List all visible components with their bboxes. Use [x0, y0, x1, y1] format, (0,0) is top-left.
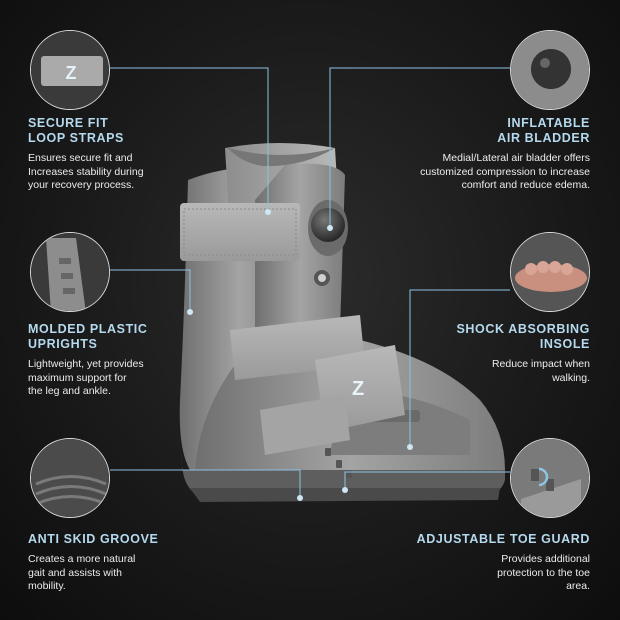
upright-detail-thumbnail: [30, 232, 110, 312]
feature-loop-straps: SECURE FIT LOOP STRAPS Ensures secure fi…: [28, 116, 198, 193]
feature-description: Reduce impact when walking.: [491, 358, 590, 384]
feature-molded-uprights: MOLDED PLASTIC UPRIGHTS Lightweight, yet…: [28, 322, 198, 399]
feature-anti-skid: ANTI SKID GROOVE Creates a more natural …: [28, 532, 198, 594]
feature-title: SECURE FIT LOOP STRAPS: [28, 116, 124, 145]
feature-description: Ensures secure fit and Increases stabili…: [28, 152, 144, 191]
boot-sole: [181, 455, 505, 502]
svg-text:Z: Z: [66, 63, 77, 83]
feature-description: Provides additional protection to the to…: [497, 553, 590, 592]
toe-guard-thumbnail: [510, 438, 590, 518]
feature-toe-guard: ADJUSTABLE TOE GUARD Provides additional…: [392, 532, 590, 594]
leader-lines: [110, 67, 510, 497]
feature-description: Creates a more natural gait and assists …: [28, 553, 136, 592]
feature-title: SHOCK ABSORBING INSOLE: [456, 322, 590, 351]
feature-air-bladder: INFLATABLE AIR BLADDER Medial/Lateral ai…: [372, 116, 590, 193]
feature-title: ADJUSTABLE TOE GUARD: [416, 532, 590, 546]
svg-text:Z: Z: [352, 378, 364, 400]
feature-insole: SHOCK ABSORBING INSOLE Reduce impact whe…: [412, 322, 590, 385]
air-bulb-thumbnail: [510, 30, 590, 110]
air-bladder-bulb: [311, 208, 345, 242]
sole-tread-thumbnail: [30, 438, 110, 518]
feature-description: Medial/Lateral air bladder offers custom…: [420, 152, 590, 191]
top-loop-strap: [180, 203, 300, 261]
foot-insole-thumbnail: [510, 232, 590, 312]
feature-title: MOLDED PLASTIC UPRIGHTS: [28, 322, 148, 351]
feature-title: ANTI SKID GROOVE: [28, 532, 159, 546]
feature-description: Lightweight, yet provides maximum suppor…: [28, 358, 144, 397]
strap-detail-thumbnail: Z: [30, 30, 110, 110]
feature-title: INFLATABLE AIR BLADDER: [497, 116, 590, 145]
